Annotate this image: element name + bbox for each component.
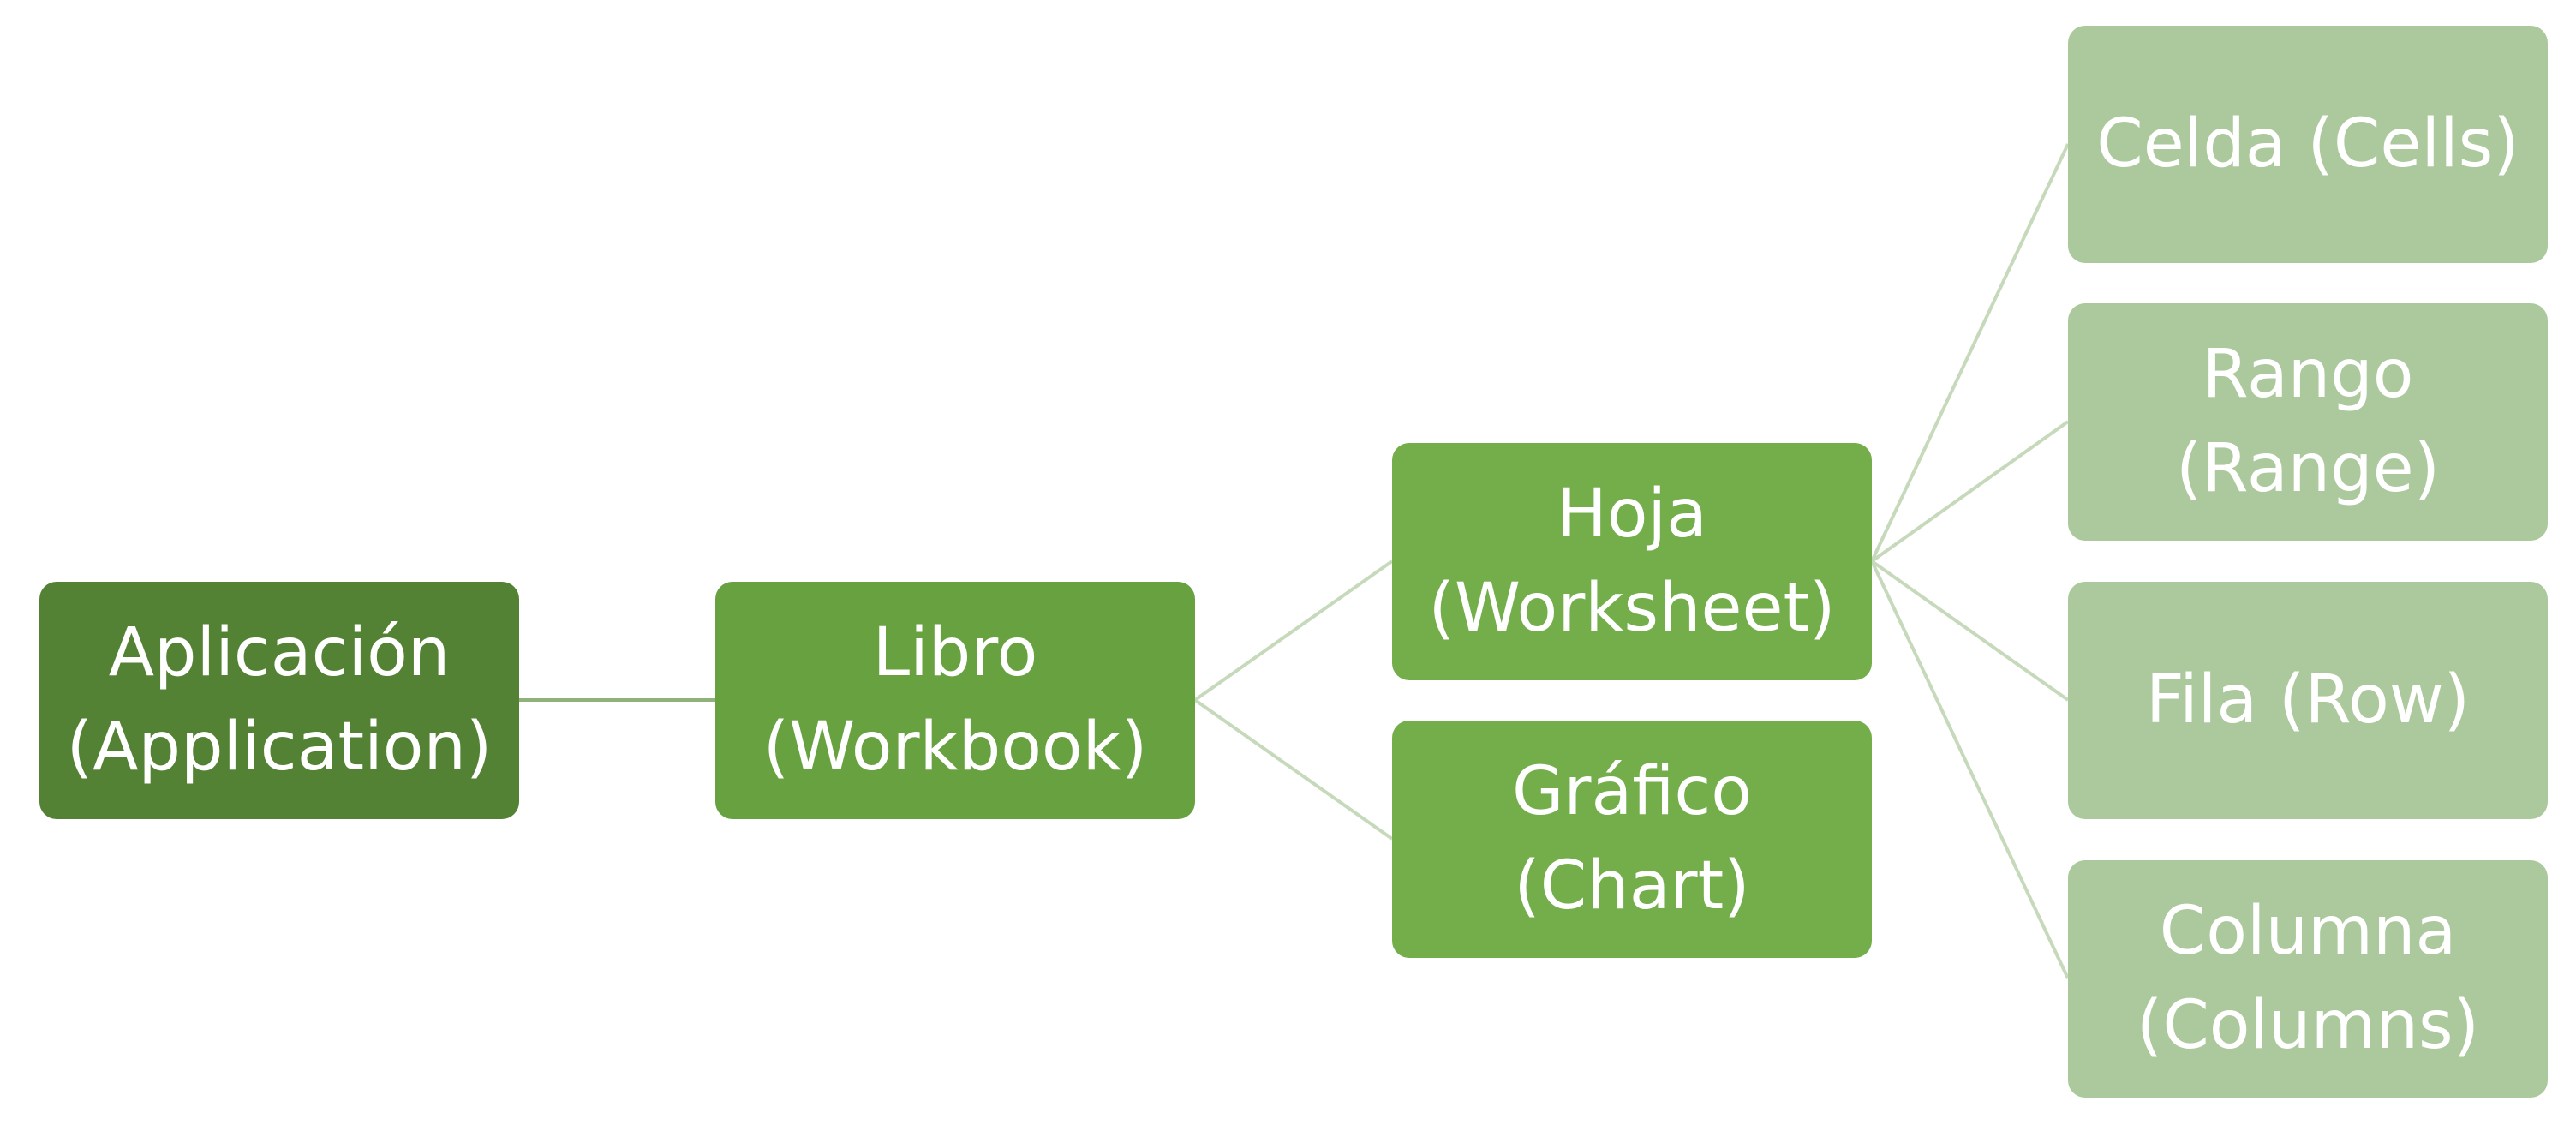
- node-range: Rango (Range): [2068, 303, 2548, 541]
- node-columns-label: Columna (Columns): [2136, 893, 2480, 1064]
- node-application-label: Aplicación (Application): [66, 614, 493, 786]
- node-worksheet-label: Hoja (Worksheet): [1428, 476, 1836, 647]
- node-chart: Gráfico (Chart): [1392, 721, 1872, 958]
- node-row: Fila (Row): [2068, 582, 2548, 819]
- node-row-label: Fila (Row): [2145, 661, 2471, 739]
- node-application: Aplicación (Application): [39, 582, 519, 819]
- connector-worksheet-row: [1870, 560, 2070, 702]
- node-columns: Columna (Columns): [2068, 860, 2548, 1098]
- connector-workbook-chart: [1193, 698, 1394, 841]
- connector-workbook-worksheet: [1193, 560, 1394, 702]
- node-chart-label: Gráfico (Chart): [1511, 753, 1753, 925]
- node-workbook: Libro (Workbook): [715, 582, 1195, 819]
- node-worksheet: Hoja (Worksheet): [1392, 443, 1872, 680]
- node-workbook-label: Libro (Workbook): [762, 614, 1148, 786]
- node-cells: Celda (Cells): [2068, 26, 2548, 263]
- node-range-label: Rango (Range): [2175, 336, 2441, 507]
- connector-worksheet-cells: [1870, 143, 2070, 562]
- connector-worksheet-columns: [1870, 560, 2070, 979]
- node-cells-label: Celda (Cells): [2096, 105, 2519, 183]
- connector-worksheet-range: [1870, 420, 2070, 563]
